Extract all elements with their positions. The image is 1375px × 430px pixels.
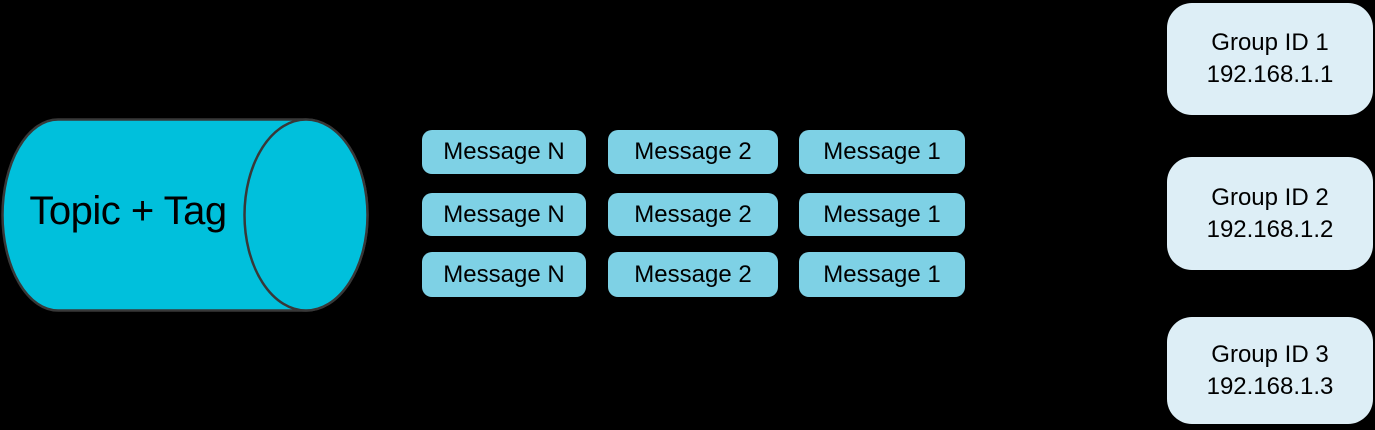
group-id-label: Group ID 2 bbox=[1211, 183, 1329, 211]
group-ip-label: 192.168.1.2 bbox=[1206, 215, 1334, 243]
message-box: Message N bbox=[422, 130, 586, 174]
cylinder-face-ellipse bbox=[243, 118, 369, 312]
message-box: Message 2 bbox=[608, 130, 778, 174]
message-box: Message 1 bbox=[799, 130, 965, 174]
group-ip-label: 192.168.1.3 bbox=[1206, 372, 1334, 400]
consumer-group-box: Group ID 1 192.168.1.1 bbox=[1167, 3, 1373, 115]
message-box: Message N bbox=[422, 252, 586, 297]
topic-label: Topic + Tag bbox=[29, 188, 227, 233]
group-id-label: Group ID 3 bbox=[1211, 340, 1329, 368]
group-ip-label: 192.168.1.1 bbox=[1206, 61, 1334, 88]
topic-cylinder bbox=[1, 118, 369, 312]
message-box: Message 1 bbox=[799, 193, 965, 236]
message-box: Message N bbox=[422, 193, 586, 236]
message-box: Message 2 bbox=[608, 252, 778, 297]
group-id-label: Group ID 1 bbox=[1211, 29, 1329, 56]
consumer-group-box: Group ID 3 192.168.1.3 bbox=[1167, 317, 1373, 424]
message-box: Message 2 bbox=[608, 193, 778, 236]
consumer-group-box: Group ID 2 192.168.1.2 bbox=[1167, 157, 1373, 270]
message-box: Message 1 bbox=[799, 252, 965, 297]
